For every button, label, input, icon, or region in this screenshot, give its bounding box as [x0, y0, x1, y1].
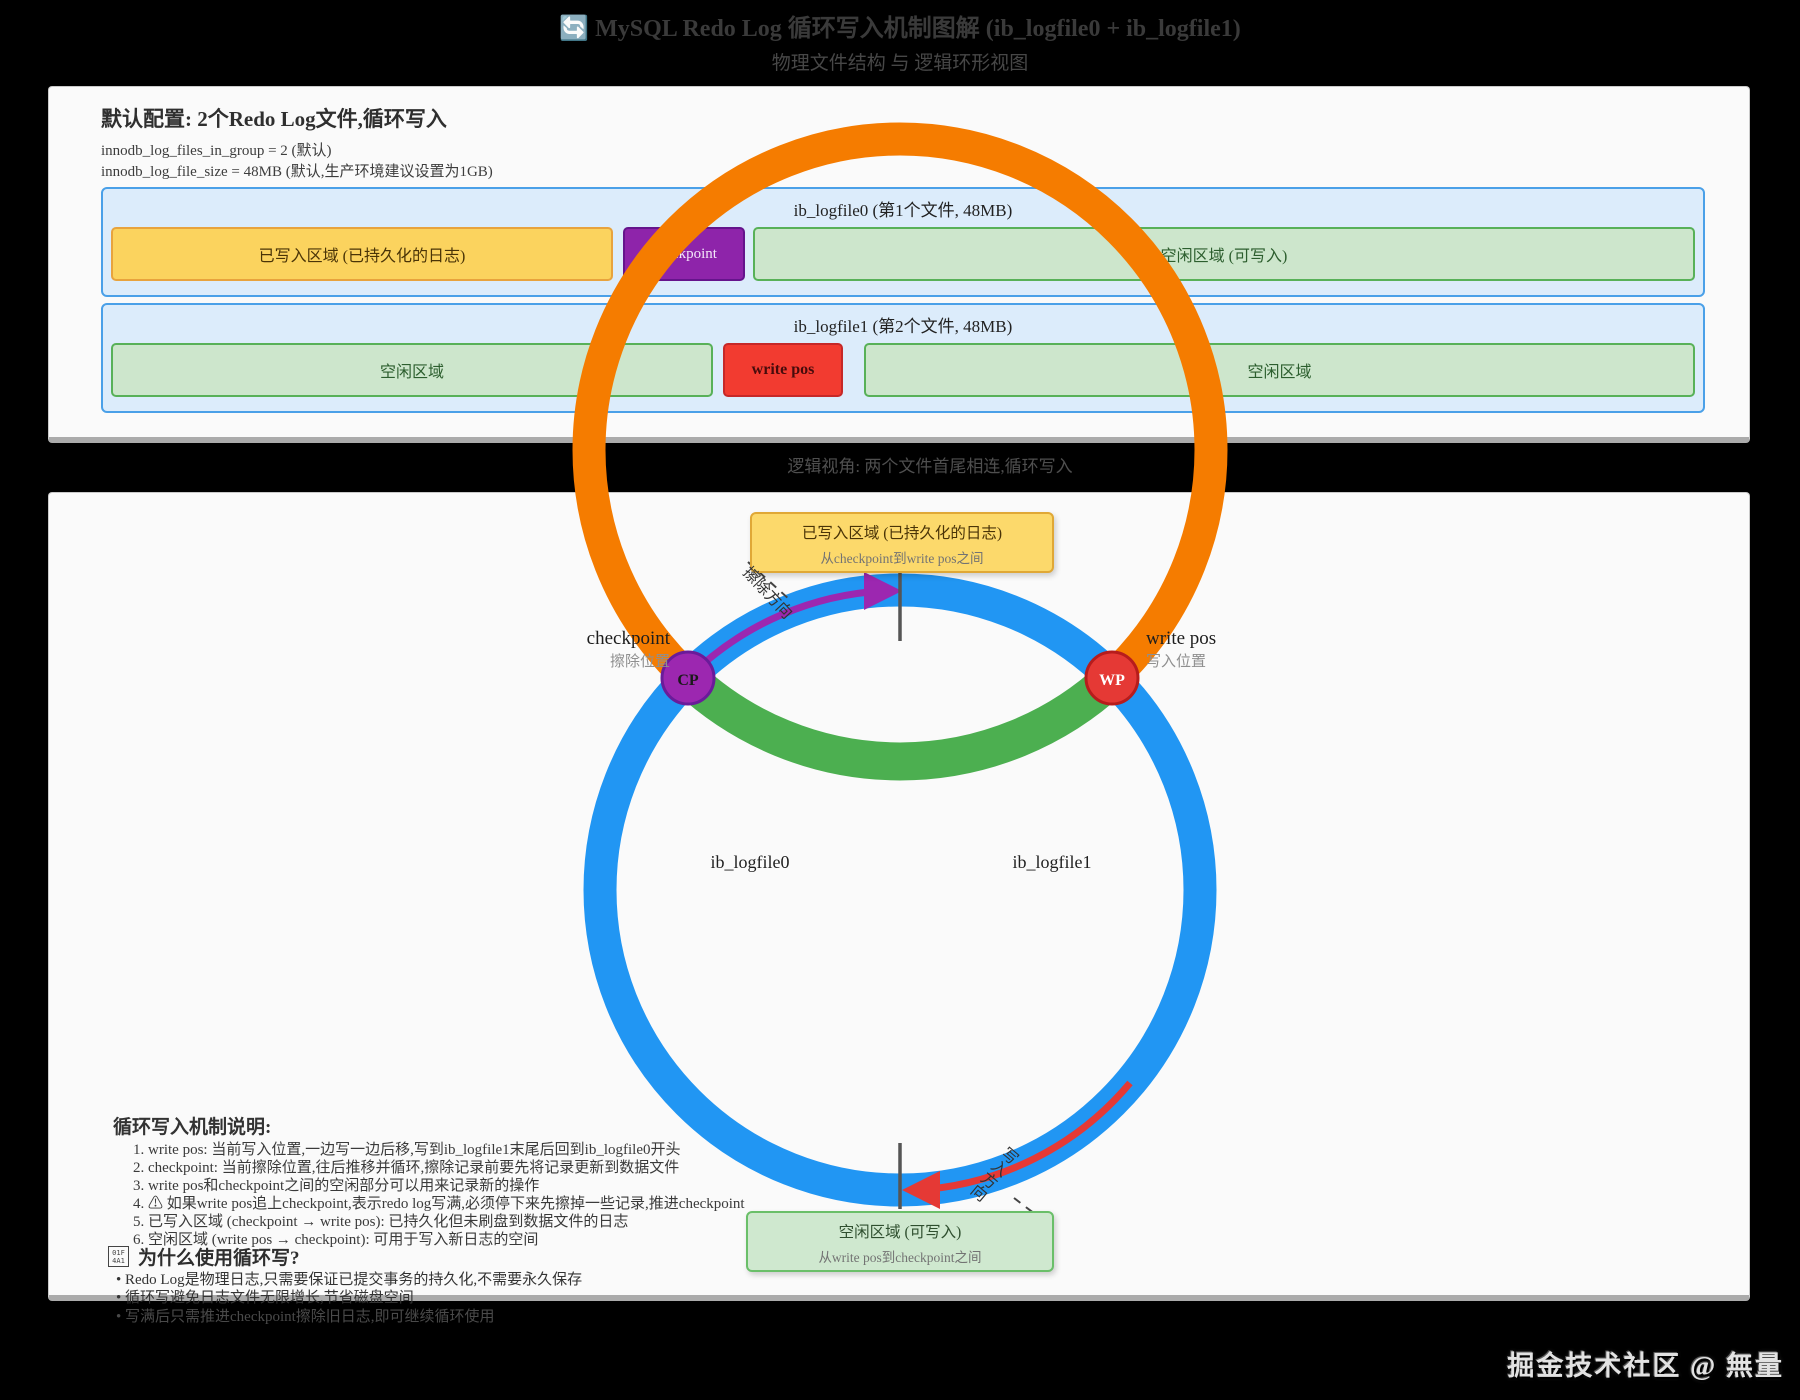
why-bullet-1: • Redo Log是物理日志,只需要保证已提交事务的持久化,不需要永久保存 [116, 1272, 583, 1288]
why-heading: 为什么使用循环写? [138, 1248, 300, 1269]
written-region-title: 已写入区域 (已持久化的日志) [801, 525, 1003, 542]
written-region-box: 已写入区域 (已持久化的日志) 从checkpoint到write pos之间 [750, 512, 1054, 573]
segment-label: 空闲区域 (可写入) [1160, 248, 1288, 265]
note-item-6: 6. 空闲区域 (write pos → checkpoint): 可用于写入新… [133, 1232, 539, 1248]
notes-heading: 循环写入机制说明: [113, 1117, 272, 1138]
logfile1-title: ib_logfile1 (第2个文件, 48MB) [793, 317, 1013, 336]
note-item-5: 5. 已写入区域 (checkpoint → write pos): 已持久化但… [133, 1214, 629, 1230]
logfile1-box: ib_logfile1 (第2个文件, 48MB) 空闲区域 write pos… [101, 303, 1705, 413]
segment-free: 空闲区域 [864, 343, 1695, 397]
watermark: 掘金技术社区 @ 無量 [1507, 1351, 1784, 1381]
logfile1-segments: 空闲区域 write pos 空闲区域 [111, 343, 1695, 397]
segment-free: 空闲区域 (可写入) [753, 227, 1695, 281]
why-bullet-2: • 循环写避免日志文件无限增长,节省磁盘空间 [116, 1290, 414, 1306]
checkpoint-labels: checkpoint 擦除位置 [540, 628, 670, 671]
tofu-hex-row2: 4A1 [112, 1257, 125, 1265]
writepos-labels: write pos 写入位置 [1146, 628, 1296, 671]
note-item-3: 3. write pos和checkpoint之间的空闲部分可以用来记录新的操作 [133, 1178, 540, 1194]
written-region-range: 从checkpoint到write pos之间 [820, 551, 984, 566]
segment-label: 已写入区域 (已持久化的日志) [258, 248, 466, 265]
free-region-box: 空闲区域 (可写入) 从write pos到checkpoint之间 [746, 1211, 1054, 1272]
checkpoint-label: checkpoint [586, 628, 670, 649]
panel-heading: 默认配置: 2个Redo Log文件,循环写入 [101, 107, 447, 131]
config-line-1: innodb_log_files_in_group = 2 (默认) [101, 143, 332, 159]
segment-checkpoint: checkpoint [623, 227, 745, 281]
segment-label: checkpoint [651, 245, 717, 262]
config-line-2: innodb_log_file_size = 48MB (默认,生产环境建议设置… [101, 164, 493, 180]
logfile0-title: ib_logfile0 (第1个文件, 48MB) [793, 201, 1013, 220]
checkpoint-sublabel: 擦除位置 [609, 654, 670, 670]
logical-view-note: 逻辑视角: 两个文件首尾相连,循环写入 [787, 457, 1073, 476]
tofu-hex-row1: 01F [112, 1249, 125, 1257]
segment-label: 空闲区域 [379, 364, 444, 381]
segment-label: write pos [751, 361, 815, 378]
page-title: 🔄 MySQL Redo Log 循环写入机制图解 (ib_logfile0 +… [559, 16, 1241, 42]
logfile0-segments: 已写入区域 (已持久化的日志) checkpoint 空闲区域 (可写入) [111, 227, 1695, 281]
segment-label: 空闲区域 [1247, 364, 1312, 381]
file0-ring-label: ib_logfile0 [710, 852, 790, 872]
free-region-title: 空闲区域 (可写入) [838, 1224, 962, 1241]
file1-ring-label: ib_logfile1 [1012, 852, 1092, 872]
physical-view-panel: 默认配置: 2个Redo Log文件,循环写入 innodb_log_files… [48, 86, 1750, 443]
note-item-1: 1. write pos: 当前写入位置,一边写一边后移,写到ib_logfil… [133, 1142, 681, 1158]
segment-writepos: write pos [723, 343, 843, 397]
segment-written: 已写入区域 (已持久化的日志) [111, 227, 613, 281]
lightbulb-missing-glyph-icon: 01F 4A1 [108, 1246, 129, 1267]
writepos-sublabel: 写入位置 [1146, 654, 1207, 670]
note-item-2: 2. checkpoint: 当前擦除位置,往后推移并循环,擦除记录前要先将记录… [133, 1160, 680, 1176]
page-subtitle: 物理文件结构 与 逻辑环形视图 [771, 53, 1029, 74]
writepos-label: write pos [1146, 628, 1217, 649]
logfile0-box: ib_logfile0 (第1个文件, 48MB) 已写入区域 (已持久化的日志… [101, 187, 1705, 297]
segment-free: 空闲区域 [111, 343, 713, 397]
why-bullet-3: • 写满后只需推进checkpoint擦除旧日志,即可继续循环使用 [116, 1309, 495, 1325]
why-heading-row: 01F 4A1 为什么使用循环写? [108, 1243, 300, 1270]
free-region-range: 从write pos到checkpoint之间 [818, 1250, 982, 1265]
